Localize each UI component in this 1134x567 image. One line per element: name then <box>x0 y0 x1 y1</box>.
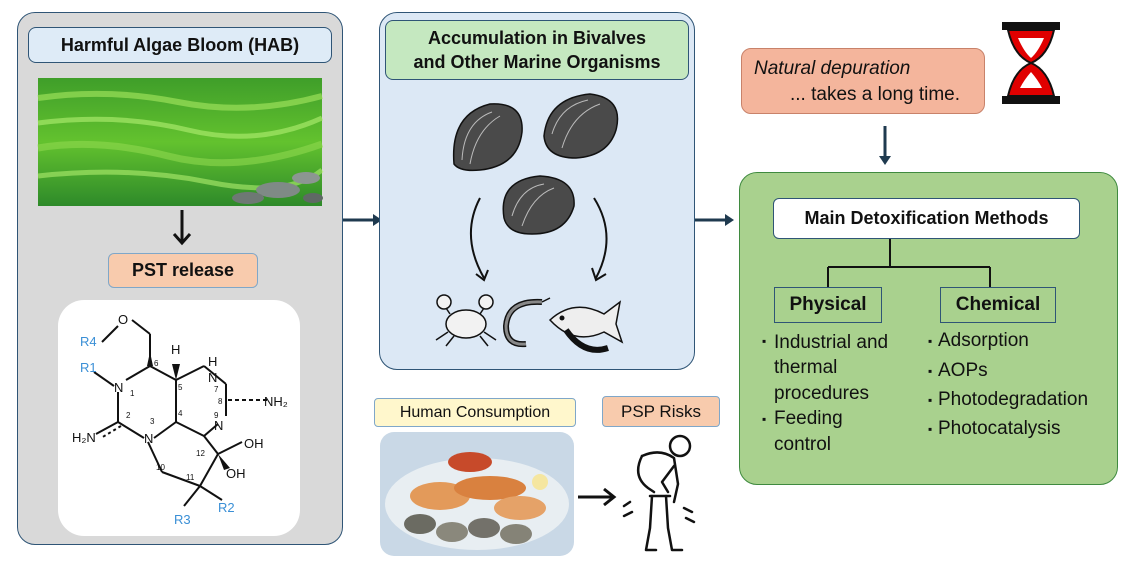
shrimp-icon <box>502 297 551 348</box>
hn7-label: H <box>208 354 217 369</box>
num-3: 3 <box>150 417 155 426</box>
n7-label: N <box>208 370 217 385</box>
depuration-line1: Natural depuration <box>754 58 911 79</box>
h-label: H <box>171 342 180 357</box>
physical-item-1c: procedures <box>774 383 870 404</box>
natural-depuration-box <box>741 48 985 114</box>
n9-label: N <box>214 418 223 433</box>
chemical-item-1: Adsorption <box>938 330 1029 351</box>
pst-release-label: PST release <box>108 253 258 288</box>
arrow-to-detox-icon <box>695 214 734 226</box>
bivalve-clams-illustration <box>452 93 619 235</box>
num-8: 8 <box>218 397 223 406</box>
depuration-line2: ... takes a long time. <box>790 84 961 105</box>
chemical-label: Chemical <box>940 287 1056 323</box>
chemical-item-3: Photodegradation <box>938 389 1089 410</box>
physical-label: Physical <box>774 287 882 323</box>
physical-item-2b: control <box>774 434 832 455</box>
saxitoxin-structure: R4 O R1 N N H H N N NH₂ H₂N OH OH R2 R3 … <box>72 312 288 527</box>
detox-tree-connector <box>827 239 991 287</box>
num-11: 11 <box>186 473 195 482</box>
num-6: 6 <box>154 359 159 368</box>
physical-item-1a: Industrial and <box>774 332 889 353</box>
detox-title: Main Detoxification Methods <box>773 198 1080 239</box>
num-9: 9 <box>214 411 219 420</box>
accumulation-title-line1: Accumulation in Bivalves <box>427 28 647 48</box>
physical-item-1b: thermal <box>774 357 838 378</box>
oh2-label: OH <box>226 466 246 481</box>
curved-arrow-left-icon <box>470 197 489 282</box>
saxitoxin-structure-card <box>58 300 300 536</box>
num-10: 10 <box>156 463 165 472</box>
arrow-to-psp-icon <box>578 487 617 507</box>
num-12: 12 <box>196 449 205 458</box>
chemical-bullet-1: ▪ <box>928 334 933 348</box>
fish-icon <box>548 300 624 353</box>
chemical-bullet-3: ▪ <box>928 393 933 407</box>
down-arrow-icon <box>172 210 192 246</box>
curved-arrow-right-icon <box>591 197 608 282</box>
physical-bullet-2: ▪ <box>762 412 767 426</box>
hourglass-icon <box>1002 22 1060 104</box>
accumulation-title: Accumulation in Bivalves and Other Marin… <box>385 20 689 80</box>
chemical-bullet-2: ▪ <box>928 364 933 378</box>
num-5: 5 <box>178 383 183 392</box>
n1-label: N <box>114 380 123 395</box>
seafood-platter-image <box>380 432 574 556</box>
oh1-label: OH <box>244 436 264 451</box>
hab-title: Harmful Algae Bloom (HAB) <box>28 27 332 63</box>
sick-person-icon <box>622 434 696 552</box>
accumulation-title-line2: and Other Marine Organisms <box>413 52 661 72</box>
nh2-left-label: H₂N <box>72 430 96 445</box>
arrow-down-to-detox-icon <box>879 126 891 165</box>
human-consumption-label: Human Consumption <box>374 398 576 427</box>
algae-bloom-image <box>37 78 324 206</box>
oxygen-label: O <box>118 312 128 327</box>
num-4: 4 <box>178 409 183 418</box>
num-2: 2 <box>126 411 131 420</box>
arrow-to-accumulation-icon <box>343 214 382 226</box>
r2-label: R2 <box>218 500 235 515</box>
r3-label: R3 <box>174 512 191 527</box>
r1-label: R1 <box>80 360 97 375</box>
crab-icon <box>435 294 497 347</box>
num-7: 7 <box>214 385 219 394</box>
nh2-right-label: NH₂ <box>264 394 288 409</box>
n3-label: N <box>144 431 153 446</box>
chemical-bullet-4: ▪ <box>928 422 933 436</box>
num-1: 1 <box>130 389 135 398</box>
r4-label: R4 <box>80 334 97 349</box>
chemical-item-2: AOPs <box>938 360 988 381</box>
chemical-item-4: Photocatalysis <box>938 418 1061 439</box>
physical-bullet-1: ▪ <box>762 334 767 348</box>
psp-risks-label: PSP Risks <box>602 396 720 427</box>
physical-item-2a: Feeding <box>774 408 843 429</box>
